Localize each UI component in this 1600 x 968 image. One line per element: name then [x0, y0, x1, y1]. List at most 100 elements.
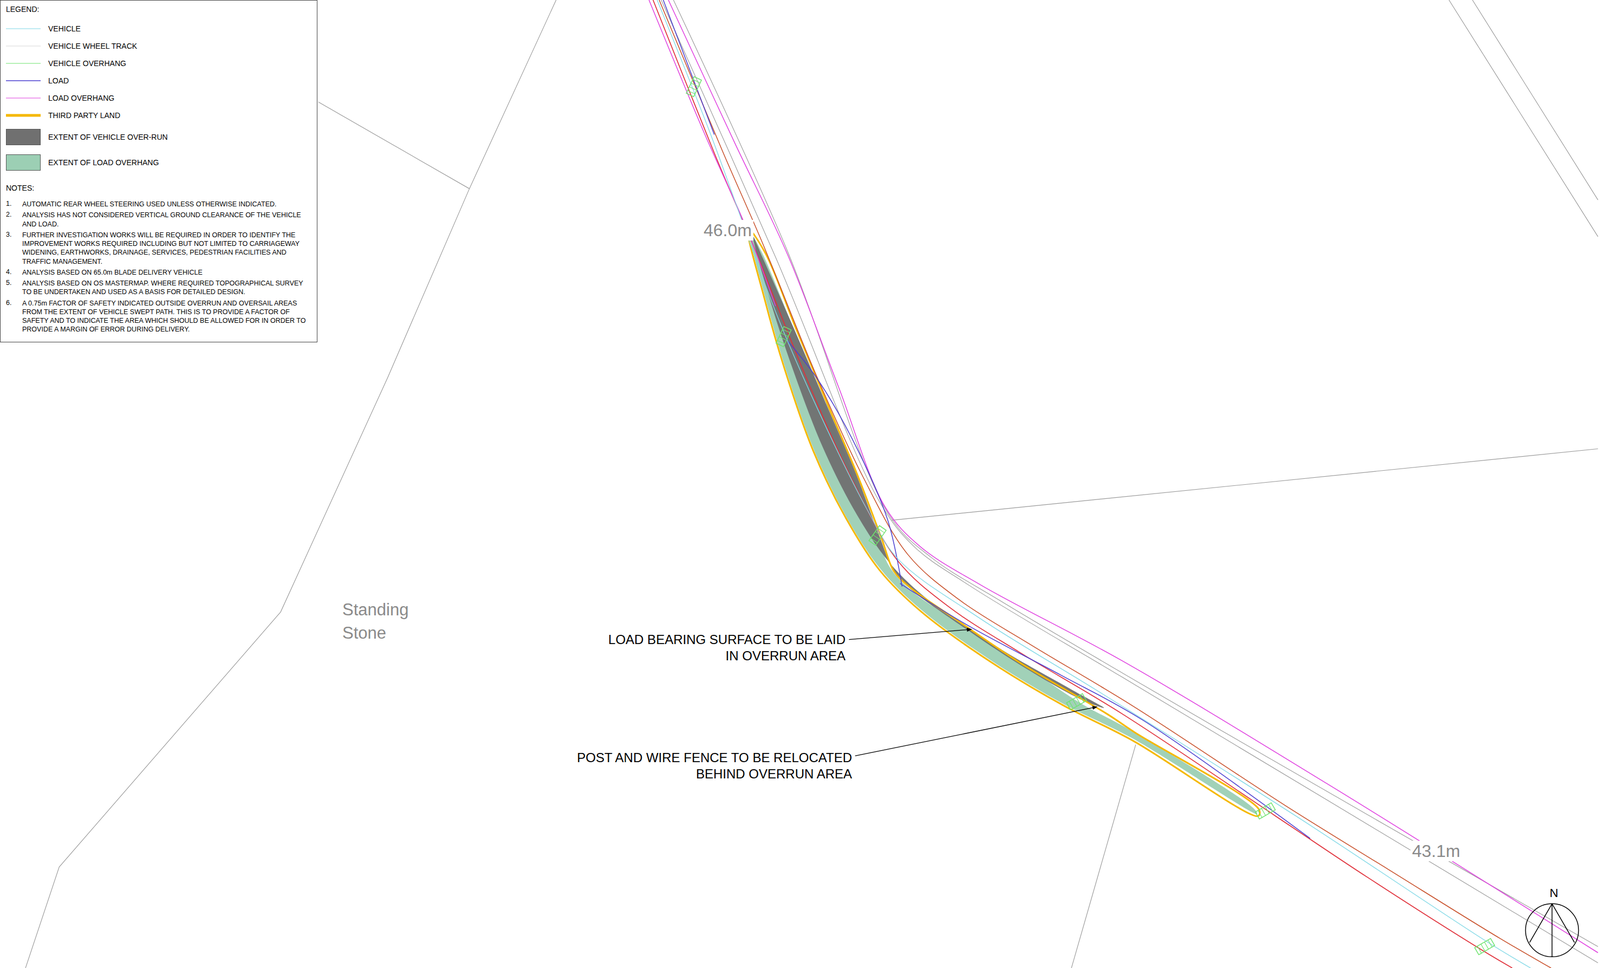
legend-row: LOAD [5, 72, 312, 90]
overhang-hatch [1069, 694, 1084, 708]
callout-text: LOAD BEARING SURFACE TO BE LAID IN OVERR… [594, 631, 848, 665]
note-number: 6. [5, 298, 23, 335]
load-line [663, 0, 715, 135]
note-number: 1. [5, 199, 23, 209]
legend-row: EXTENT OF LOAD OVERHANG [5, 149, 312, 175]
overhang-hatch [777, 329, 790, 344]
field-boundary [1448, 0, 1598, 237]
load-overhang-line [668, 0, 1598, 953]
note-row: 2.ANALYSIS HAS NOT CONSIDERED VERTICAL G… [5, 210, 312, 229]
ground-level: 43.1m [1410, 840, 1462, 862]
legend-line [5, 28, 41, 29]
vehicle-overhang-marker [1255, 802, 1276, 819]
legend-line-sample [5, 72, 41, 89]
vehicle-wheel-track [659, 0, 1552, 968]
overhang-box [1474, 938, 1495, 955]
legend-swatch [5, 128, 41, 146]
third-party-land-boundary [747, 228, 1260, 817]
note-text: FURTHER INVESTIGATION WORKS WILL BE REQU… [22, 230, 312, 266]
overhang-hatch [1258, 804, 1273, 818]
legend-text: VEHICLE OVERHANG [48, 59, 127, 68]
legend-sample-holder [5, 89, 41, 107]
overhang-box [1066, 693, 1087, 711]
north-label: N [1544, 886, 1564, 901]
legend-row: VEHICLE [5, 20, 312, 38]
vehicle-wheel-track [653, 0, 1513, 968]
place-name: Standing Stone [340, 597, 453, 646]
legend-line [5, 45, 41, 47]
legend-panel: LEGEND: VEHICLE VEHICLE WHEEL TRACK VEHICLE… [0, 0, 318, 343]
field-boundary [892, 449, 1599, 521]
legend-text: VEHICLE [48, 24, 81, 34]
legend-row: EXTENT OF VEHICLE OVER-RUN [5, 124, 312, 150]
note-number: 3. [5, 230, 23, 266]
legend-text: EXTENT OF VEHICLE OVER-RUN [48, 132, 168, 142]
note-row: 6.A 0.75m FACTOR OF SAFETY INDICATED OUT… [5, 298, 312, 335]
road-edge [661, 0, 1598, 964]
overhang-hatch [870, 528, 885, 543]
notes-heading: NOTES: [5, 183, 312, 193]
legend-sample-holder [5, 107, 41, 124]
legend-row: LOAD OVERHANG [5, 89, 312, 107]
note-text: ANALYSIS BASED ON 65.0m BLADE DELIVERY V… [22, 268, 312, 277]
legend-sample-holder [5, 37, 41, 55]
overhang-box [686, 76, 702, 97]
legend-swatch [5, 154, 41, 171]
legend-line [5, 97, 41, 99]
load-line [900, 583, 1311, 839]
legend-line [5, 114, 41, 117]
vehicle-overhang-marker [776, 326, 792, 347]
field-boundary [318, 0, 557, 189]
note-text: A 0.75m FACTOR OF SAFETY INDICATED OUTSI… [22, 298, 312, 335]
legend-text: EXTENT OF LOAD OVERHANG [48, 158, 159, 167]
leader-line [855, 706, 1097, 756]
vehicle-overhang-marker [686, 76, 702, 97]
legend-row: VEHICLE OVERHANG [5, 54, 312, 73]
overhang-box [1255, 802, 1276, 819]
legend-sample-holder [5, 55, 41, 72]
vehicle-line [657, 0, 1531, 968]
load-overhang-area [748, 230, 1258, 815]
field-boundary [1472, 0, 1599, 200]
vehicle-overhang-marker [1066, 693, 1087, 711]
legend-text: LOAD [48, 76, 69, 86]
note-row: 1.AUTOMATIC REAR WHEEL STEERING USED UNL… [5, 199, 312, 209]
north-arrow [1525, 903, 1579, 957]
north-pointer [1529, 903, 1575, 957]
north-circle [1525, 903, 1579, 957]
load-overhang-line [648, 0, 776, 307]
note-text: ANALYSIS HAS NOT CONSIDERED VERTICAL GRO… [22, 210, 312, 229]
callout-text: POST AND WIRE FENCE TO BE RELOCATED BEHI… [567, 749, 854, 783]
note-number: 4. [5, 268, 23, 277]
note-number: 2. [5, 210, 23, 229]
note-row: 4.ANALYSIS BASED ON 65.0m BLADE DELIVERY… [5, 268, 312, 277]
note-text: AUTOMATIC REAR WHEEL STEERING USED UNLES… [22, 199, 312, 209]
legend-sample-holder [5, 20, 41, 37]
legend-heading: LEGEND: [5, 4, 312, 14]
legend-text: THIRD PARTY LAND [48, 111, 121, 120]
legend-line-sample [5, 37, 41, 55]
note-row: 3.FURTHER INVESTIGATION WORKS WILL BE RE… [5, 230, 312, 266]
legend-text: VEHICLE WHEEL TRACK [48, 41, 138, 51]
vehicle-overhang-marker [1474, 938, 1495, 955]
note-row: 5.ANALYSIS BASED ON OS MASTERMAP. WHERE … [5, 278, 312, 297]
note-number: 5. [5, 278, 23, 297]
overhang-hatch [687, 79, 700, 95]
leader-line [848, 629, 972, 640]
field-boundary [1071, 744, 1136, 968]
ground-level: 46.0m [701, 219, 754, 241]
overhang-hatch [1477, 939, 1493, 953]
legend-line [5, 80, 41, 81]
load-line [785, 338, 903, 587]
note-text: ANALYSIS BASED ON OS MASTERMAP. WHERE RE… [22, 278, 312, 297]
legend-text: LOAD OVERHANG [48, 93, 115, 103]
legend-sample-holder [5, 128, 41, 146]
legend-sample-holder [5, 72, 41, 89]
overhang-box [776, 326, 792, 347]
legend-sample-holder [5, 154, 41, 171]
overhang-box [868, 525, 887, 545]
vehicle-overhang-marker [868, 525, 887, 545]
road-edge [673, 0, 1598, 947]
legend-line-sample [5, 107, 41, 124]
legend-row: THIRD PARTY LAND [5, 106, 312, 125]
